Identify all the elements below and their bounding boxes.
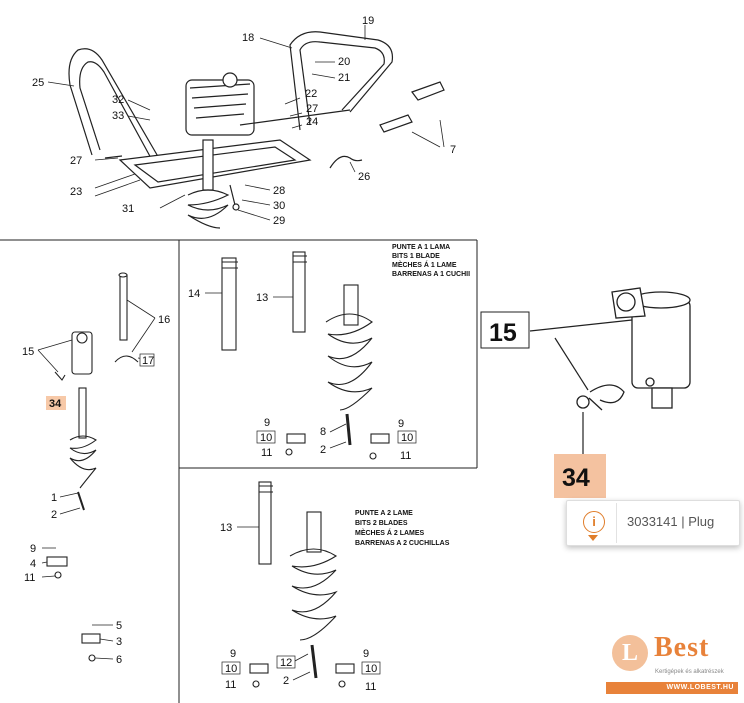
tooltip-divider [616,503,617,543]
lobest-logo[interactable]: L Best Kertigépek és alkatrészek WWW.LOB… [606,632,740,696]
callout-6: 6 [116,654,122,666]
zoom-labels: 15 34 [480,311,606,498]
callout-18: 18 [242,32,254,44]
callout-33: 33 [112,110,124,122]
caption-one-blade-en: BITS 1 BLADE [392,253,440,260]
caption-one-blade-fr: MÈCHES Á 1 LAME [392,260,457,269]
callout-27b: 27 [70,155,82,167]
callout-1: 1 [51,492,57,504]
logo-name: Best [654,632,710,663]
zoom-label-34: 34 [562,464,590,492]
zoom-label-15: 15 [489,319,517,347]
callout-7: 7 [450,144,456,156]
tooltip-pointer-icon [588,535,598,541]
callouts-mid-bottom: 13 12 9 10 11 2 9 10 11 [220,522,381,693]
info-icon: i [583,511,605,533]
caption-one-blade: PUNTE A 1 LAMA BITS 1 BLADE MÈCHES Á 1 L… [392,244,470,278]
zoom-part-drawing [576,287,691,411]
left-panel-drawing [46,272,139,662]
logo-tagline: Kertigépek és alkatrészek [655,669,724,675]
callout-9b-bottom: 9 [363,648,369,660]
frame-assembly-drawing [68,31,445,229]
callout-10a-bottom: 10 [225,663,237,675]
callout-23: 23 [70,186,82,198]
callout-19: 19 [362,15,374,27]
logo-url: WWW.LOBEST.HU [606,682,738,694]
caption-two-blades-en: BITS 2 BLADES [355,520,408,527]
callout-34-highlight: 34 [49,398,62,410]
callout-10b: 10 [401,432,413,444]
callout-14: 14 [188,288,200,300]
tooltip-text: 3033141 | Plug [627,514,715,529]
callout-11a: 11 [261,447,272,459]
callout-25: 25 [32,77,44,89]
callout-10a: 10 [260,432,272,444]
callout-2-mid-top: 2 [320,444,326,456]
callout-9a: 9 [264,417,270,429]
caption-one-blade-it: PUNTE A 1 LAMA [392,244,450,251]
callout-12: 12 [280,657,292,669]
callout-10b-bottom: 10 [365,663,377,675]
callout-5: 5 [116,620,122,632]
callout-8: 8 [320,426,326,438]
mid-top-drawing [221,251,390,460]
callout-13: 13 [256,292,268,304]
callouts-left: 16 15 17 34 1 2 9 4 11 5 3 6 [22,314,170,666]
callout-2-bottom: 2 [283,675,289,687]
callout-28: 28 [273,185,285,197]
caption-two-blades: PUNTE A 2 LAME BITS 2 BLADES MÈCHES Á 2 … [355,510,450,547]
callout-9b: 9 [398,418,404,430]
caption-two-blades-es: BARRENAS A 2 CUCHILLAS [355,540,450,547]
caption-two-blades-it: PUNTE A 2 LAME [355,510,413,517]
callout-15: 15 [22,346,34,358]
part-tooltip[interactable]: i 3033141 | Plug [566,500,740,546]
leader-lines-mid-bottom [237,526,311,681]
logo-mark: L [612,635,648,671]
callouts-top: 19 18 20 21 25 22 32 33 27 24 7 27 23 26… [32,15,456,227]
callout-29: 29 [273,215,285,227]
callout-21: 21 [338,72,350,84]
callout-32: 32 [112,94,124,106]
callout-11b-bottom: 11 [365,681,376,693]
callout-11: 11 [24,572,35,584]
callout-31: 31 [122,203,134,215]
callouts-mid-top: 14 13 8 9 10 11 2 9 10 11 [188,288,417,462]
leader-lines-left [37,299,156,660]
callout-24: 24 [306,116,318,128]
callout-16: 16 [158,314,170,326]
callout-4: 4 [30,558,36,570]
callout-11a-bottom: 11 [225,679,236,691]
callout-11b: 11 [400,450,411,462]
panel-dividers [0,239,478,703]
leader-lines-top [47,25,445,221]
callout-13-bottom: 13 [220,522,232,534]
callout-3: 3 [116,636,122,648]
callout-9: 9 [30,543,36,555]
callout-26: 26 [358,171,370,183]
callout-20: 20 [338,56,350,68]
zoom-highlight-34 [554,454,606,498]
caption-two-blades-fr: MÈCHES Á 2 LAMES [355,528,425,537]
callout-2: 2 [51,509,57,521]
callout-22: 22 [305,88,317,100]
callout-17: 17 [142,355,154,367]
highlight-box-34 [46,396,66,410]
callout-27a: 27 [306,103,318,115]
callout-9a-bottom: 9 [230,648,236,660]
caption-one-blade-es: BARRENAS A 1 CUCHII [392,271,470,278]
zoom-leader-lines [529,319,633,455]
mid-bottom-drawing [249,481,355,688]
leader-lines-mid-top [205,292,347,449]
callout-30: 30 [273,200,285,212]
